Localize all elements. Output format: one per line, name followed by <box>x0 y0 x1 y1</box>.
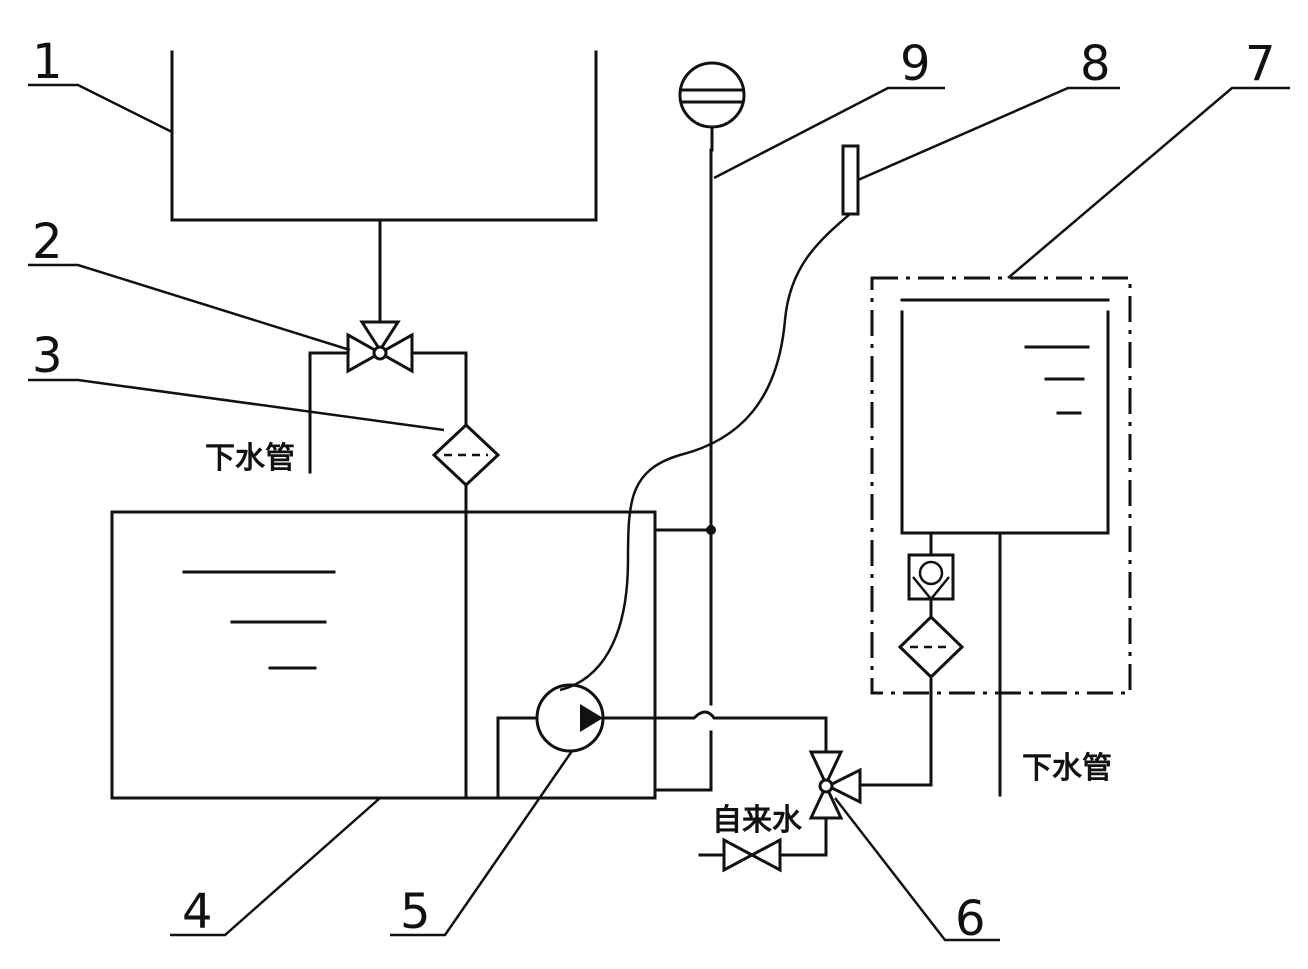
leader-9 <box>713 86 945 180</box>
sensor-cable <box>559 213 851 692</box>
pipe-valve2-to-filter3 <box>410 351 468 427</box>
leader-3 <box>28 378 445 432</box>
label-1: 1 <box>32 34 63 90</box>
check-valve <box>907 553 955 601</box>
leader-2 <box>28 263 351 352</box>
label-7: 7 <box>1245 36 1276 92</box>
pipe-pump-to-valve6 <box>601 710 828 754</box>
tap-water-label: 自来水 <box>712 803 803 838</box>
pipe-junction <box>706 525 716 535</box>
leader-4 <box>170 797 381 937</box>
label-6: 6 <box>955 891 986 947</box>
label-3: 3 <box>32 328 63 384</box>
pipe-gauge-return <box>653 730 713 792</box>
pipe-pump-suction <box>496 716 539 800</box>
gauge-9 <box>678 61 746 129</box>
pump-5 <box>535 683 605 753</box>
three-way-valve-6 <box>808 750 862 820</box>
main-tank <box>110 510 657 800</box>
three-way-valve-2 <box>346 320 414 374</box>
filter-unit7 <box>897 614 965 680</box>
sensor-8 <box>841 144 860 216</box>
unit-7-enclosure <box>870 276 1132 695</box>
leader-5 <box>390 750 574 937</box>
drain-pipe-label-right: 下水管 <box>1022 751 1112 786</box>
pipe-filter-to-valve6 <box>858 675 933 787</box>
filter-3 <box>431 422 501 488</box>
label-5: 5 <box>400 884 431 940</box>
upper-tank <box>170 50 598 222</box>
label-2: 2 <box>32 214 63 270</box>
gate-valve <box>722 837 782 873</box>
pipe-valve2-to-drain <box>308 351 350 474</box>
leader-6 <box>834 797 1000 942</box>
drain-pipe-label-left: 下水管 <box>205 441 295 476</box>
leader-8 <box>857 86 1120 182</box>
leader-7 <box>1007 86 1290 279</box>
label-4: 4 <box>182 884 213 940</box>
label-8: 8 <box>1080 36 1111 92</box>
label-9: 9 <box>900 36 931 92</box>
pipe-tap-to-valve6 <box>776 816 828 857</box>
leader-1 <box>28 83 173 134</box>
